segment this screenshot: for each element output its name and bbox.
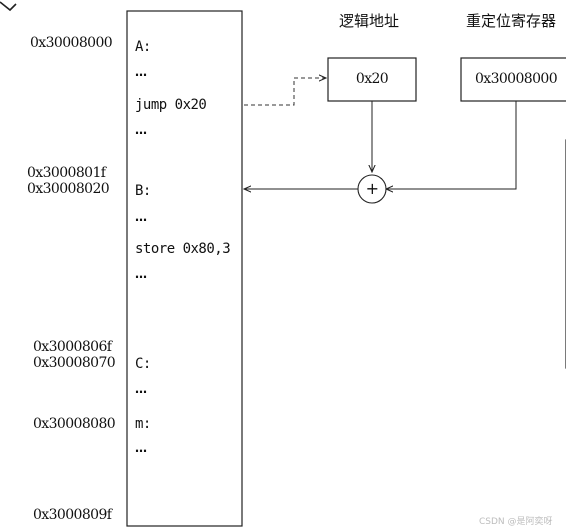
memory-label-a: A:	[135, 39, 151, 55]
memory-ellipsis: …	[135, 267, 147, 281]
address-label: 0x30008070	[33, 355, 116, 371]
watermark: CSDN @是阿奕呀	[479, 517, 553, 527]
memory-ellipsis: …	[135, 382, 147, 396]
logical-address-value: 0x20	[355, 71, 389, 87]
memory-ellipsis: …	[135, 210, 147, 224]
memory-store-instruction: store 0x80,3	[135, 241, 231, 257]
adder-plus-symbol: +	[365, 179, 379, 198]
relocation-register-header: 重定位寄存器	[466, 12, 557, 30]
memory-ellipsis: …	[135, 65, 147, 79]
address-label: 0x30008000	[30, 35, 113, 51]
address-label: 0x3000806f	[33, 339, 112, 355]
address-label: 0x3000809f	[33, 507, 112, 523]
address-label: 0x30008080	[33, 416, 116, 432]
relocation-to-adder-arrow	[386, 101, 517, 189]
address-label: 0x30008020	[27, 181, 110, 197]
memory-label-m: m:	[135, 416, 151, 432]
memory-ellipsis: …	[135, 441, 147, 455]
memory-block	[126, 10, 243, 527]
memory-label-b: B:	[135, 183, 151, 199]
jump-dashed-arrow	[244, 78, 326, 106]
memory-ellipsis: …	[135, 123, 147, 137]
logical-address-header: 逻辑地址	[339, 12, 400, 30]
cropped-shape	[0, 1, 17, 12]
address-label: 0x3000801f	[27, 165, 106, 181]
relocation-register-value: 0x30008000	[474, 71, 558, 87]
memory-label-c: C:	[135, 356, 151, 372]
memory-jump-instruction: jump 0x20	[135, 97, 207, 113]
